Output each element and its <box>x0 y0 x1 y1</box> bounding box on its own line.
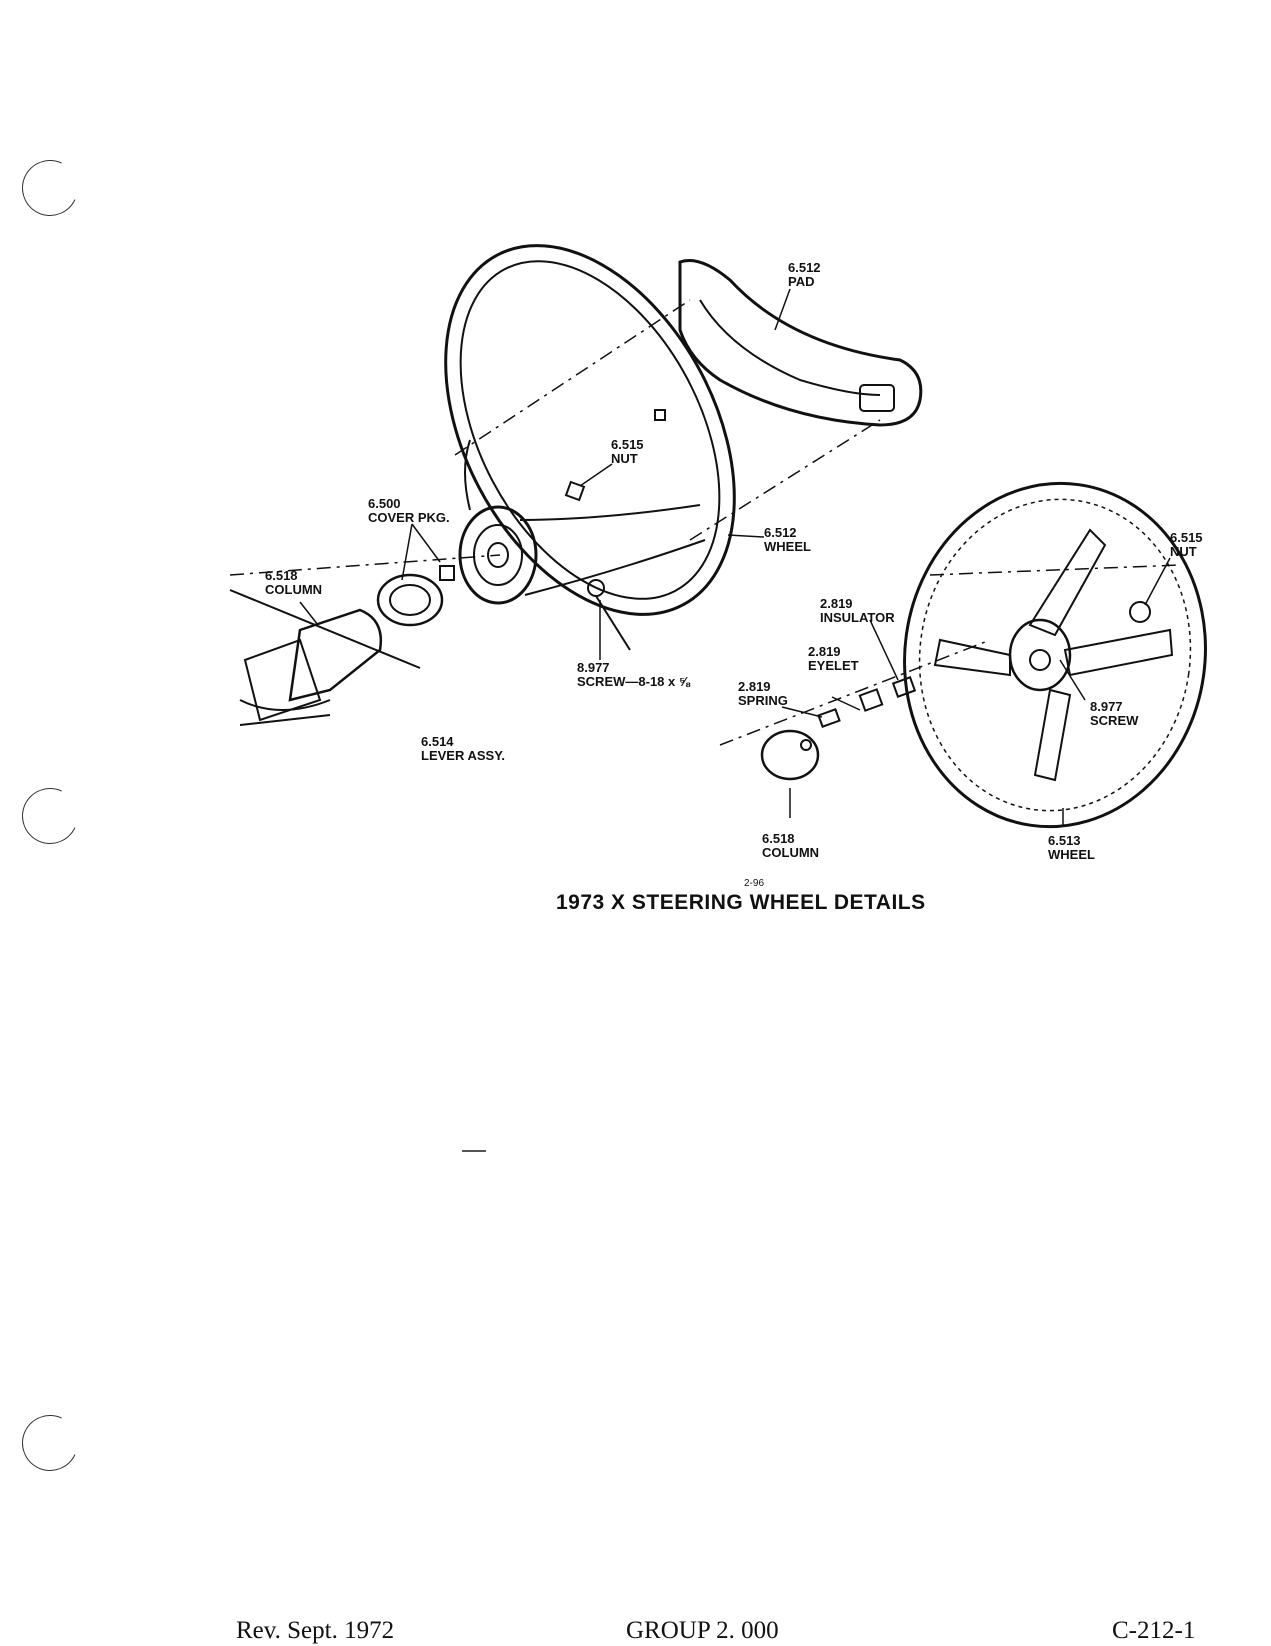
label-nut-right-name: NUT <box>1170 544 1197 559</box>
label-wheel-name: WHEEL <box>764 539 811 554</box>
label-screw-right-number: 8.977 <box>1090 699 1123 714</box>
label-lever-name: LEVER ASSY. <box>421 748 506 763</box>
label-wheel-right-number: 6.513 <box>1048 833 1081 848</box>
leader-lines <box>299 288 1171 825</box>
label-pad-name: PAD <box>788 274 815 289</box>
cover-package <box>376 573 444 627</box>
right-column-parts <box>760 676 917 781</box>
footer-revision: Rev. Sept. 1972 <box>236 1617 395 1644</box>
label-nut-name: NUT <box>611 451 638 466</box>
label-insulator-number: 2.819 <box>820 596 853 611</box>
label-spring-number: 2.819 <box>738 679 771 694</box>
pad-shape <box>678 259 923 427</box>
label-column-left-number: 6.518 <box>265 568 298 583</box>
left-wheel-rim <box>444 244 736 616</box>
label-column-right-name: COLUMN <box>762 845 820 860</box>
label-screw-number: 8.977 <box>577 660 610 675</box>
label-screw-right-name: SCREW <box>1090 713 1139 728</box>
label-pad-number: 6.512 <box>788 260 821 275</box>
alignment-lines <box>229 299 1181 746</box>
label-wheel-right-name: WHEEL <box>1048 847 1095 862</box>
left-wheel-hub <box>458 439 706 605</box>
stray-mark <box>462 1150 486 1152</box>
label-nut-number: 6.515 <box>611 437 644 452</box>
figure-code: 2-96 <box>744 878 765 889</box>
footer-page-code: C-212-1 <box>1112 1617 1196 1644</box>
left-screw <box>587 579 631 651</box>
label-cover-number: 6.500 <box>368 496 401 511</box>
label-cover-name: COVER PKG. <box>368 510 450 525</box>
label-nut-right-number: 6.515 <box>1170 530 1203 545</box>
label-column-left-name: COLUMN <box>265 582 323 597</box>
footer-group: GROUP 2. 000 <box>626 1617 779 1644</box>
label-screw-name: SCREW—8-18 x ⅝ <box>577 674 690 689</box>
label-wheel-number: 6.512 <box>764 525 797 540</box>
label-eyelet-name: EYELET <box>808 658 859 673</box>
label-insulator-name: INSULATOR <box>820 610 895 625</box>
label-column-right-number: 6.518 <box>762 831 795 846</box>
right-wheel <box>903 481 1207 829</box>
label-eyelet-number: 2.819 <box>808 644 841 659</box>
nut-parts <box>439 409 666 581</box>
label-lever-number: 6.514 <box>421 734 454 749</box>
left-column-assembly <box>229 589 421 726</box>
label-spring-name: SPRING <box>738 693 788 708</box>
figure-caption: 1973 X STEERING WHEEL DETAILS <box>556 891 926 914</box>
